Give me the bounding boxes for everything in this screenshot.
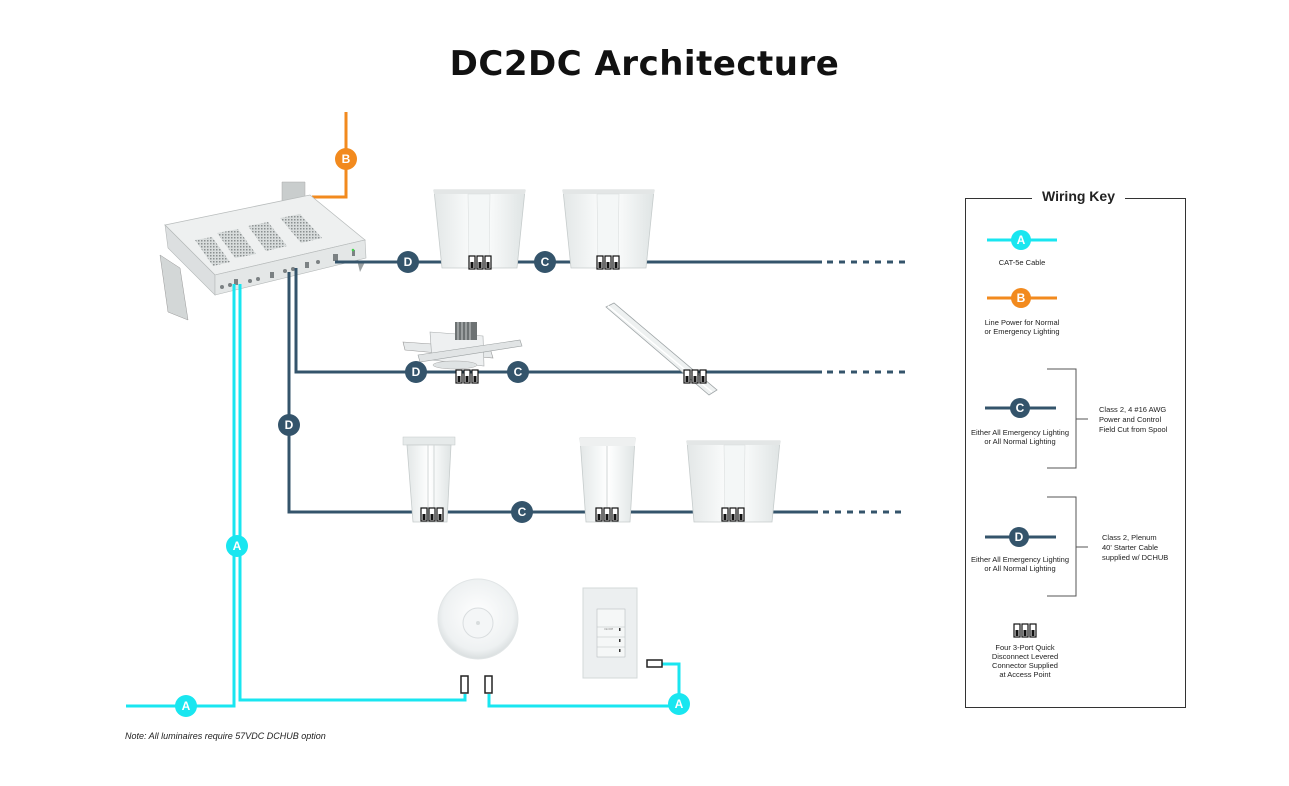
- badge-a-bottom-left: A: [175, 695, 197, 717]
- key-label-b-line1: Line Power for Normal: [984, 318, 1060, 327]
- luminaire-troffer-2: [562, 189, 655, 269]
- key-label-d: Either All Emergency Lighting or All Nor…: [965, 555, 1075, 573]
- key-desc-d: Class 2, Plenum 40' Starter Cable suppli…: [1102, 533, 1187, 563]
- badge-c-row1: C: [534, 251, 556, 273]
- key-desc-d-line3: supplied w/ DCHUB: [1102, 553, 1169, 562]
- key-connector-line1: Four 3-Port Quick: [995, 643, 1055, 652]
- key-desc-c-line2: Power and Control: [1099, 415, 1162, 424]
- svg-text:D: D: [1015, 530, 1024, 544]
- luminaire-downlight-housing: [402, 322, 523, 370]
- key-connector-line3: Connector Supplied: [992, 661, 1058, 670]
- svg-text:A: A: [1017, 233, 1026, 247]
- key-label-c: Either All Emergency Lighting or All Nor…: [965, 428, 1075, 446]
- connector-icon: [1013, 623, 1037, 638]
- connector-icon: [455, 369, 479, 384]
- connector-icon: [596, 255, 620, 270]
- luminaire-narrow-troffer: [402, 436, 456, 523]
- key-label-b-line2: or Emergency Lighting: [984, 327, 1060, 336]
- connector-icon: [595, 507, 619, 522]
- badge-c-row3: C: [511, 501, 533, 523]
- wiring-key-title: Wiring Key: [1032, 188, 1125, 204]
- wiring-key-panel: [965, 198, 1186, 708]
- key-line-d: D: [985, 527, 1056, 547]
- sensor-rj45-connectors: [460, 675, 493, 694]
- key-line-b: B: [987, 288, 1057, 308]
- luminaire-troffer-1: [433, 189, 526, 269]
- key-line-a: A: [987, 230, 1057, 250]
- continuation-dashes: [823, 260, 905, 514]
- key-bracket-d: [1047, 496, 1088, 597]
- svg-text:A: A: [233, 539, 242, 553]
- badge-c-row2: C: [507, 361, 529, 383]
- badge-b: B: [335, 148, 357, 170]
- key-label-d-line2: or All Normal Lighting: [984, 564, 1056, 573]
- connector-icon: [420, 507, 444, 522]
- badge-d-vertical: D: [278, 414, 300, 436]
- svg-text:C: C: [541, 255, 550, 269]
- key-bracket-c: [1047, 368, 1088, 469]
- svg-text:B: B: [1017, 291, 1026, 305]
- svg-text:D: D: [404, 255, 413, 269]
- key-label-a: CAT-5e Cable: [998, 258, 1046, 267]
- badge-a-vertical: A: [226, 535, 248, 557]
- key-label-b: Line Power for Normal or Emergency Light…: [967, 318, 1077, 336]
- svg-text:B: B: [342, 152, 351, 166]
- key-label-connector: Four 3-Port Quick Disconnect Levered Con…: [975, 643, 1075, 679]
- wall-switch: On/Off: [582, 587, 638, 679]
- switch-on-off-label: On/Off: [604, 627, 613, 631]
- occupancy-sensor: [437, 578, 519, 660]
- badge-d-row1: D: [397, 251, 419, 273]
- svg-text:D: D: [412, 365, 421, 379]
- connector-icon: [468, 255, 492, 270]
- badge-a-bottom-right: A: [668, 693, 690, 715]
- key-line-c: C: [985, 398, 1056, 418]
- key-connector-icon: [1013, 623, 1037, 638]
- svg-text:C: C: [518, 505, 527, 519]
- key-desc-d-line2: 40' Starter Cable: [1102, 543, 1159, 552]
- key-label-c-line1: Either All Emergency Lighting: [971, 428, 1069, 437]
- dchub-device: [159, 181, 367, 321]
- page-title: DC2DC Architecture: [449, 44, 840, 84]
- switch-rj45-connector: [646, 659, 663, 668]
- connector-icon: [683, 369, 707, 384]
- svg-text:A: A: [182, 699, 191, 713]
- quick-disconnect-connectors: [420, 255, 745, 522]
- key-label-d-line1: Either All Emergency Lighting: [971, 555, 1069, 564]
- svg-text:A: A: [675, 697, 684, 711]
- line-power-cable: [312, 112, 348, 199]
- key-connector-line4: at Access Point: [999, 670, 1051, 679]
- footnote: Note: All luminaires require 57VDC DCHUB…: [125, 731, 326, 741]
- key-desc-d-line1: Class 2, Plenum: [1102, 533, 1157, 542]
- luminaire-wide-troffer: [686, 440, 781, 523]
- key-desc-c-line3: Field Cut from Spool: [1099, 425, 1168, 434]
- badge-d-row2: D: [405, 361, 427, 383]
- key-desc-c-line1: Class 2, 4 #16 AWG: [1099, 405, 1167, 414]
- connector-icon: [721, 507, 745, 522]
- svg-text:D: D: [285, 418, 294, 432]
- key-desc-c: Class 2, 4 #16 AWG Power and Control Fie…: [1099, 405, 1184, 435]
- key-connector-line2: Disconnect Levered: [991, 652, 1059, 661]
- svg-text:C: C: [514, 365, 523, 379]
- svg-text:C: C: [1016, 401, 1025, 415]
- key-label-c-line2: or All Normal Lighting: [984, 437, 1056, 446]
